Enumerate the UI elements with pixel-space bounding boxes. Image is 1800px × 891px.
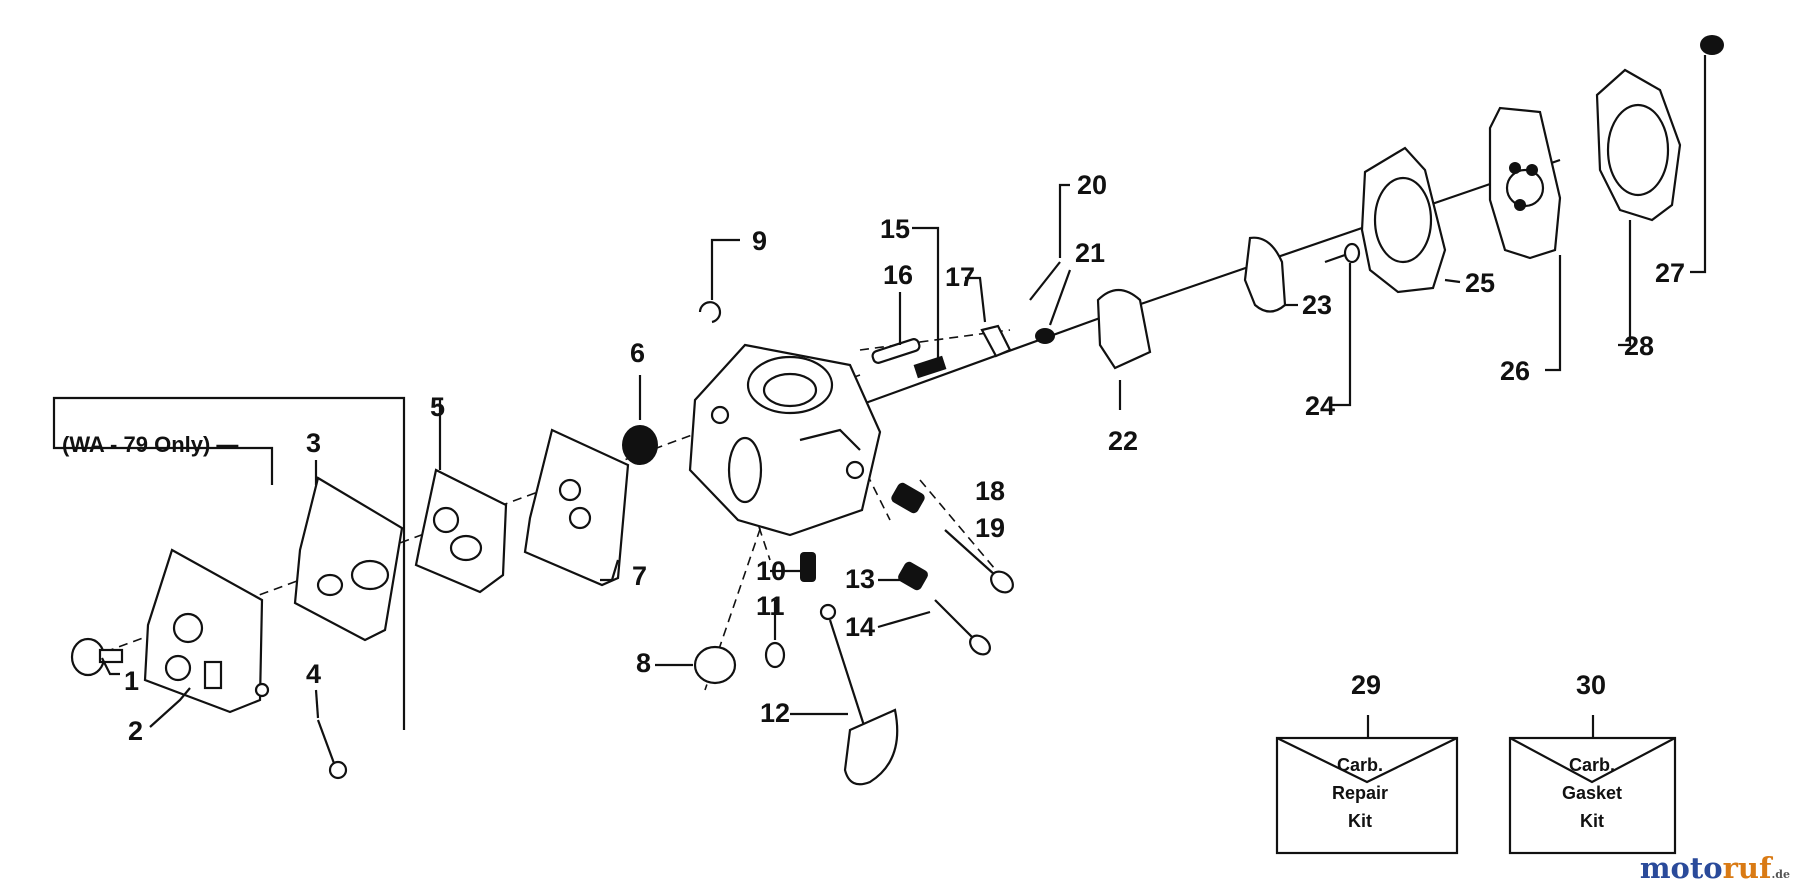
part-11-inlet-needle [764,641,786,669]
callout-19: 19 [975,513,1005,543]
callout-18: 18 [975,476,1005,506]
callout-4: 4 [306,659,321,689]
part-5-diaphragm [414,468,508,594]
callout-8: 8 [636,648,651,678]
callout-1: 1 [124,666,139,696]
motoruf-watermark: motoruf.de [1640,851,1790,885]
callout-14: 14 [845,612,875,642]
callout-24: 24 [1305,391,1335,421]
part-10-spring [800,552,816,582]
callout-6: 6 [630,338,645,368]
part-1-screw [70,637,124,677]
part-17-20-21-small-parts [980,261,1061,358]
carburetor-body [688,343,882,537]
part-26-diaphragm [1488,106,1562,260]
callout-23: 23 [1302,290,1332,320]
callout-26: 26 [1500,356,1530,386]
part-22-throttle-lever [1096,288,1152,370]
part-3-gasket [293,476,404,642]
callout-16: 16 [883,260,913,290]
repair-kit-line1: Carb. [1337,755,1383,775]
part-25-gasket [1360,146,1447,294]
callout-2: 2 [128,716,143,746]
part-7-plate [523,428,630,587]
part-13-14-idle-screw [898,561,991,656]
callout-17: 17 [945,262,975,292]
part-6-filter-screen [622,425,658,465]
callout-12: 12 [760,698,790,728]
part-9-clip [698,301,722,324]
callout-28: 28 [1624,331,1654,361]
gasket-kit-envelope: Carb. Gasket Kit [1508,736,1677,855]
callout-21: 21 [1075,238,1105,268]
watermark-tld: .de [1771,868,1790,881]
part-18-19-mixture-screw [891,482,1014,594]
part-8-welch-plug [693,645,737,685]
gasket-kit-line1: Carb. [1569,755,1615,775]
callout-25: 25 [1465,268,1495,298]
repair-kit-line2: Repair [1332,783,1388,803]
repair-kit-line3: Kit [1348,811,1372,831]
callout-22: 22 [1108,426,1138,456]
callout-5: 5 [430,392,445,422]
callout-29: 29 [1351,670,1381,700]
callout-15: 15 [880,214,910,244]
callout-10: 10 [756,556,786,586]
part-24-screw [1324,242,1361,264]
callout-9: 9 [752,226,767,256]
part-27-28-cover [1595,35,1724,222]
callout-20: 20 [1077,170,1107,200]
part-2-pump-cover [143,548,270,714]
callout-30: 30 [1576,670,1606,700]
watermark-moto: moto [1639,851,1723,885]
watermark-ruf: ruf [1722,851,1772,885]
callout-11: 11 [756,591,785,621]
callout-27: 27 [1655,258,1685,288]
leader-lines [101,110,1707,738]
gasket-kit-line3: Kit [1580,811,1604,831]
part-4-screw [316,719,348,780]
part-15-16-shaft-parts [871,338,947,379]
wa79-bracket [52,396,406,730]
wa79-note: (WA - 79 Only) — [62,432,238,457]
part-23-choke-lever [1243,236,1287,313]
repair-kit-envelope: Carb. Repair Kit [1275,736,1459,855]
gasket-kit-line2: Gasket [1562,783,1622,803]
part-12-metering-lever [819,603,899,786]
callout-7: 7 [632,561,647,591]
callout-3: 3 [306,428,321,458]
callout-13: 13 [845,564,875,594]
